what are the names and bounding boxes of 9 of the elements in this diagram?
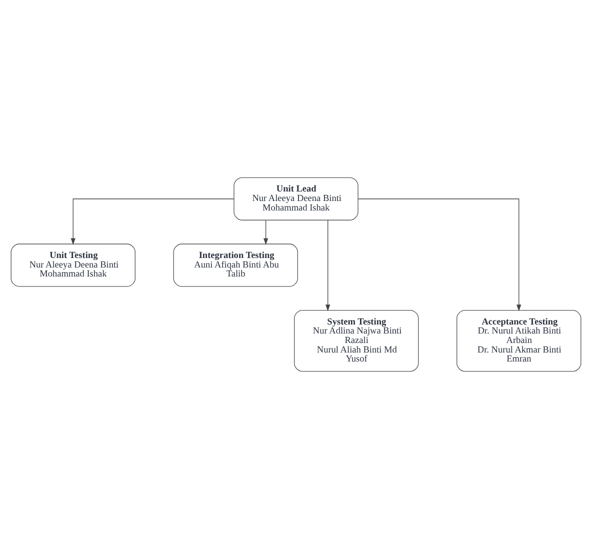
arrow [358,198,522,311]
node-box: Integration Testing Auni Afiqah Binti Abu Talib [173,243,298,286]
arrow [264,219,268,244]
node-box: Acceptance Testing Dr. Nurul Atikah Binti Arbain Dr. Nurul Akmar Binti Emran [456,309,582,372]
node-box: Unit Lead Nur Aleeya Deena Binti Mohammad Ishak [234,176,358,220]
node-box: System Testing Nur Adlina Najwa Binti Razali Nurul Aliah Binti Md Yusof [294,309,419,372]
arrow [326,219,330,311]
arrow [70,198,234,244]
node-box: Unit Testing Nur Aleeya Deena Binti Mohammad Ishak [10,243,136,286]
